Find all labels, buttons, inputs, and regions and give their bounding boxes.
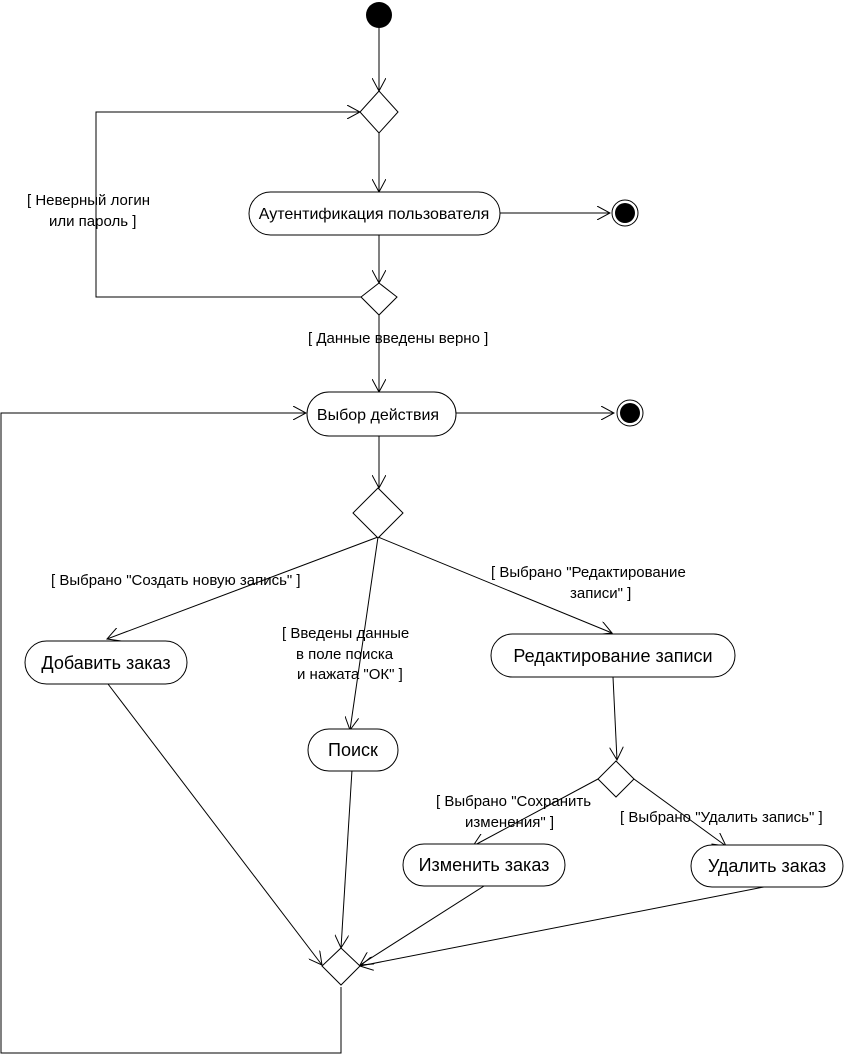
edge-edit-to-decision — [613, 676, 617, 760]
final-node-choose — [616, 399, 644, 427]
activity-add-label: Добавить заказ — [41, 653, 170, 673]
guard-delete-record: [ Выбрано "Удалить запись" ] — [620, 809, 823, 826]
edge-loop-back-to-choose — [0, 413, 342, 1054]
activity-edit-label: Редактирование записи — [513, 646, 712, 666]
guard-create-new: [ Выбрано "Создать новую запись" ] — [51, 572, 301, 589]
decision-node-edit — [597, 760, 635, 798]
guard-edit-record: [ Выбрано "Редактирование записи" ] — [491, 564, 690, 602]
edge-decision-to-edit — [377, 536, 612, 633]
activity-search: Поиск — [307, 728, 399, 772]
edge-retry-loop — [95, 112, 361, 298]
edge-decision-to-delete — [633, 778, 726, 846]
guard-correct-data: [ Данные введены верно ] — [308, 330, 488, 347]
activity-choose-label: Выбор действия — [317, 407, 439, 424]
initial-node — [366, 2, 392, 28]
guard-save-changes: [ Выбрано "Сохранить изменения" ] — [436, 793, 595, 831]
activity-choose: Выбор действия — [306, 391, 457, 437]
edge-modify-to-merge — [360, 885, 485, 965]
activity-add: Добавить заказ — [24, 640, 188, 685]
edge-add-to-merge — [107, 683, 322, 965]
edge-search-to-merge — [341, 769, 353, 948]
edge-decision-to-modify — [473, 778, 599, 846]
merge-node-login — [359, 90, 399, 134]
activity-search-label: Поиск — [328, 740, 378, 760]
final-node-auth — [611, 199, 639, 227]
activity-auth: Аутентификация пользователя — [248, 191, 501, 236]
edge-delete-to-merge — [360, 885, 770, 966]
guard-wrong-login: [ Неверный логин или пароль ] — [27, 192, 154, 230]
guard-search-ok: [ Введены данные в поле поиска и нажата … — [282, 625, 413, 683]
activity-modify: Изменить заказ — [402, 843, 566, 887]
activity-edit: Редактирование записи — [490, 633, 736, 678]
activity-modify-label: Изменить заказ — [419, 855, 550, 875]
decision-node-action — [352, 487, 404, 539]
edge-decision-to-search — [350, 536, 379, 730]
edge-decision-to-add — [107, 536, 379, 639]
decision-node-auth — [360, 282, 398, 316]
merge-node-final — [321, 947, 361, 986]
activity-delete-label: Удалить заказ — [708, 856, 826, 876]
activity-delete: Удалить заказ — [690, 844, 844, 888]
activity-auth-label: Аутентификация пользователя — [259, 206, 490, 223]
